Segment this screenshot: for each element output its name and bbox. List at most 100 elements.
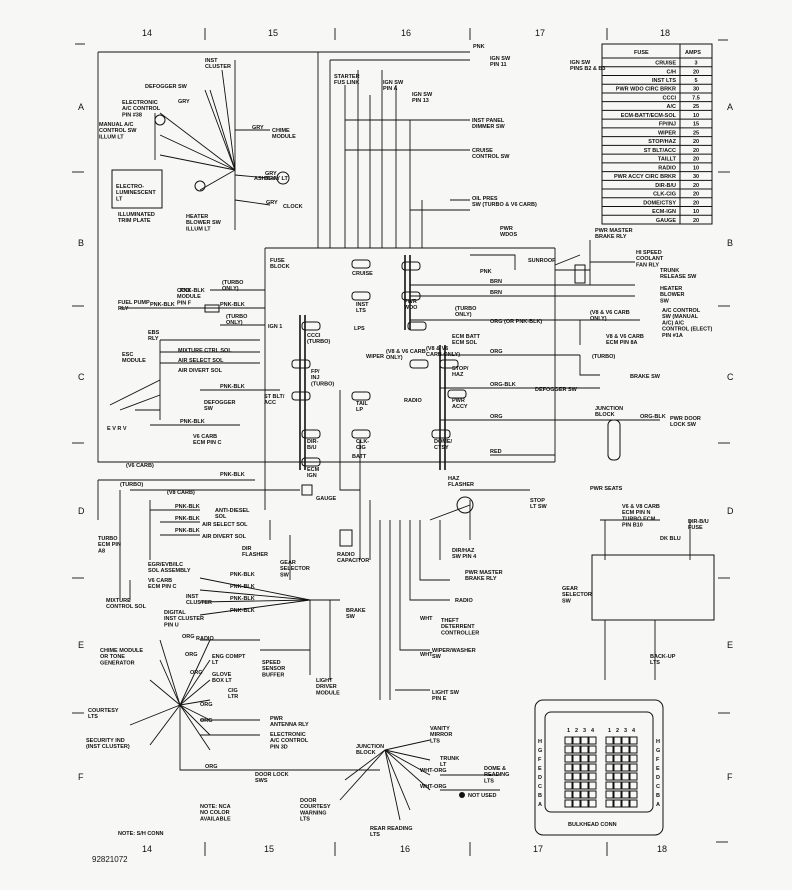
bulkhead-pin bbox=[629, 781, 638, 790]
bulkhead-pin bbox=[572, 763, 581, 772]
column-labels-top: 14 15 16 17 18 bbox=[75, 28, 728, 45]
lbl-ign1: IGN 1 bbox=[268, 324, 282, 330]
bulkhead-pin bbox=[613, 745, 622, 754]
bulkhead-row-letter: H bbox=[538, 739, 542, 745]
bulkhead-pin bbox=[572, 781, 581, 790]
lbl-clock: CLOCK bbox=[283, 204, 303, 210]
fuse-table-amps-cell: 20 bbox=[693, 148, 699, 154]
fuse-table-name-cell: WIPER bbox=[658, 130, 676, 136]
lbl-clk-cig: CLK-CIG bbox=[356, 439, 369, 451]
bulkhead-pin bbox=[621, 781, 630, 790]
fuse-table-name-cell: CLK-CIG bbox=[653, 192, 676, 198]
fuse-table-amps-cell: 10 bbox=[693, 209, 699, 215]
bulkhead-pin bbox=[580, 799, 589, 808]
fuse-inst-lts bbox=[351, 291, 371, 301]
fuse-table-name-cell: FP/INJ bbox=[659, 122, 676, 128]
bulkhead-pin bbox=[588, 799, 597, 808]
wire-tag: PNK-BLK bbox=[220, 302, 245, 308]
lbl-radio: RADIO bbox=[455, 598, 473, 604]
wire-tag: ORG bbox=[490, 349, 503, 355]
row-label: E bbox=[78, 640, 84, 650]
bulkhead-pin bbox=[605, 763, 614, 772]
fuse-dome bbox=[431, 429, 451, 439]
row-label: F bbox=[727, 772, 733, 782]
fuse-st-blt bbox=[291, 391, 311, 401]
wire-tag: GRY bbox=[252, 125, 264, 131]
bulkhead-pin bbox=[580, 745, 589, 754]
bulkhead-row-letter: G bbox=[538, 748, 542, 754]
fuse-table-amps-cell: 30 bbox=[693, 87, 699, 93]
fuse-cruise bbox=[351, 259, 371, 269]
fuse-table-amps-cell: 15 bbox=[693, 122, 699, 128]
row-labels: A A B B C C D D E E F F bbox=[72, 102, 734, 782]
harness-thick bbox=[299, 255, 446, 470]
lbl-radio-fuse: RADIO bbox=[404, 398, 422, 404]
bulkhead-pin bbox=[572, 754, 581, 763]
bulkhead-col-number: 3 bbox=[624, 728, 627, 734]
bulkhead-row-letter: F bbox=[656, 757, 660, 763]
bulkhead-conn-outline bbox=[534, 699, 664, 836]
fuse-c8 bbox=[401, 261, 421, 271]
bulkhead-pin bbox=[629, 736, 638, 745]
electroluminescent-box bbox=[111, 169, 163, 209]
fuse-table-amps-cell: 5 bbox=[694, 78, 697, 84]
col-label: 14 bbox=[142, 844, 152, 854]
bulkhead-pin bbox=[572, 790, 581, 799]
column-labels-bottom: 14 15 16 17 18 bbox=[142, 841, 728, 856]
bulkhead-pin bbox=[572, 745, 581, 754]
lbl-stop-haz: STOP/HAZ bbox=[452, 366, 469, 378]
bulkhead-row-letter: C bbox=[656, 784, 660, 790]
lbl-dir-bu: DIR-B/U bbox=[307, 439, 318, 451]
wire-tag: PNK-BLK bbox=[220, 472, 245, 478]
fuse-table-amps-cell: 20 bbox=[693, 192, 699, 198]
fuse-table-header: FUSE bbox=[634, 50, 649, 56]
bulkhead-col-number: 4 bbox=[632, 728, 636, 734]
bulkhead-pin bbox=[621, 754, 630, 763]
wire-tag: PNK-BLK bbox=[180, 288, 205, 294]
lbl-v6-carb: (V6 CARB) bbox=[126, 463, 154, 469]
relay-box bbox=[574, 264, 586, 284]
bulkhead-pin bbox=[588, 763, 597, 772]
bulkhead-pin bbox=[605, 772, 614, 781]
bulkhead-col-number: 1 bbox=[608, 728, 611, 734]
col-label: 15 bbox=[268, 28, 278, 38]
bulkhead-pin bbox=[588, 736, 597, 745]
fuse-table-name-cell: CRUISE bbox=[655, 61, 676, 67]
bulkhead-pin bbox=[580, 790, 589, 799]
bulkhead-pin bbox=[629, 745, 638, 754]
bulkhead-row-letter: A bbox=[656, 802, 660, 808]
fuse-table-amps-cell: 20 bbox=[693, 69, 699, 75]
fuse-table-amps-cell: 20 bbox=[693, 139, 699, 145]
bulkhead-pin bbox=[613, 763, 622, 772]
bulkhead-pin bbox=[621, 772, 630, 781]
bulkhead-col-number: 2 bbox=[616, 728, 619, 734]
lbl-pwr-seats: PWR SEATS bbox=[590, 486, 623, 492]
not-used-dot bbox=[459, 792, 465, 798]
col-label: 15 bbox=[264, 844, 274, 854]
fuse-table-name-cell: A/C bbox=[667, 104, 677, 110]
ashtray-lamp bbox=[276, 171, 290, 185]
lbl-security-ind: SECURITY IND(INST CLUSTER) bbox=[86, 738, 130, 750]
fuse-c9 bbox=[407, 321, 427, 331]
bulkhead-pin bbox=[588, 781, 597, 790]
bulkhead-row-letter: A bbox=[538, 802, 542, 808]
row-label: E bbox=[727, 640, 733, 650]
